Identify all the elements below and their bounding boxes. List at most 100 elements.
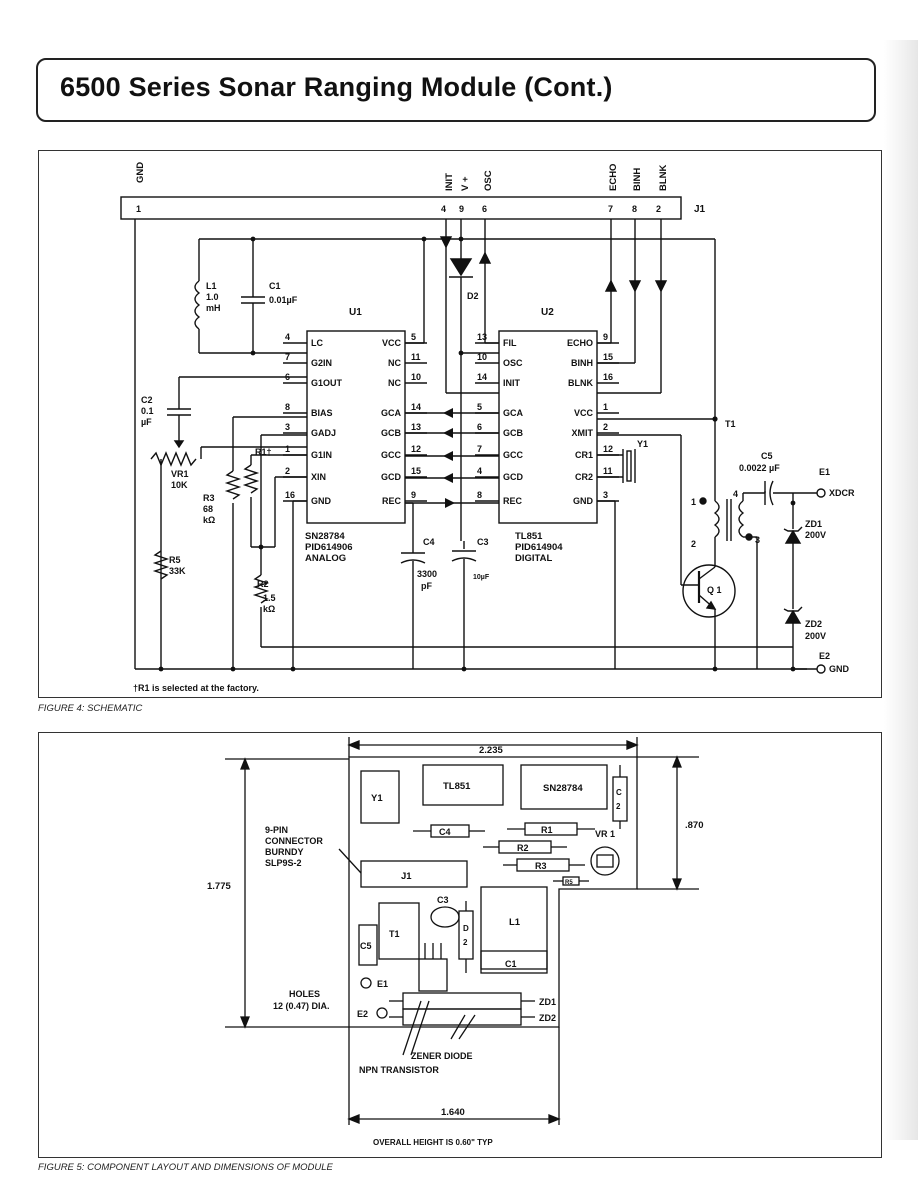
- u1-pin-15-name: GCD: [381, 472, 402, 482]
- t1-pin-3: 3: [755, 535, 760, 545]
- e2-ref: E2: [819, 651, 830, 661]
- u2-pin-12-name: CR1: [575, 450, 593, 460]
- r3-ref: R3: [203, 493, 215, 503]
- t1-ref: T1: [725, 419, 736, 429]
- pin-num-6: 6: [482, 204, 487, 214]
- component-labels: L1 1.0 mH C1 0.01µF C2 0.1 µF VR1 10K R1…: [133, 281, 855, 693]
- vr1-wiper-arrow: [173, 440, 185, 449]
- connector-note-3: BURNDY: [265, 847, 304, 857]
- u2-pin-10-name: OSC: [503, 358, 523, 368]
- vr1-pot: [590, 846, 620, 876]
- c4-value: 3300: [417, 569, 437, 579]
- e1-hole: [360, 977, 372, 989]
- pin-name-osc: OSC: [483, 170, 494, 191]
- tl851-label: TL851: [443, 781, 471, 792]
- t1-primary-coil: [713, 500, 720, 538]
- u1-pin-8-name: BIAS: [311, 408, 333, 418]
- pin-num-2: 2: [656, 204, 661, 214]
- e2-hole: [376, 1007, 388, 1019]
- zd2-value: 200V: [805, 631, 826, 641]
- pin-num-8: 8: [632, 204, 637, 214]
- u1-pid: PID614906: [305, 542, 353, 553]
- c5-value: 0.0022 µF: [739, 463, 780, 473]
- figure4-caption: FIGURE 4: SCHEMATIC: [38, 703, 143, 714]
- vr1-ref: VR1: [171, 469, 189, 479]
- sn28784-box: [520, 764, 608, 810]
- e2-name: GND: [829, 664, 850, 674]
- d2-label-b: 2: [463, 938, 468, 947]
- e1-label: E1: [377, 979, 388, 989]
- t1-box: [378, 902, 420, 960]
- dim-width: 2.235: [479, 745, 503, 756]
- pin-name-init: INIT: [444, 173, 455, 191]
- c3-ref: C3: [477, 537, 489, 547]
- u2-part: TL851: [515, 531, 543, 542]
- binh-arrow: [628, 280, 642, 293]
- board-outline: [348, 756, 638, 1028]
- r3-label: R3: [535, 861, 547, 871]
- u2-pin-12-num: 12: [603, 444, 613, 454]
- u2-chip: [498, 330, 598, 524]
- c3-label: C3: [437, 895, 449, 905]
- r5-resistor: [152, 550, 170, 580]
- vr1-resistor: [150, 451, 197, 467]
- zd2-bar: [783, 606, 803, 612]
- u2-pin-7-num: 7: [477, 444, 482, 454]
- u1-pin-13-num: 13: [411, 422, 421, 432]
- j1-label: J1: [694, 204, 706, 215]
- layout-svg: 2.235 1.775 .870 1.640 OVERALL HEIGHT IS…: [207, 737, 704, 1147]
- sn28784-label: SN28784: [543, 783, 583, 794]
- dim-height: 1.775: [207, 881, 231, 892]
- connector-note-4: SLP9S-2: [265, 858, 302, 868]
- npn-leader-b: [410, 1000, 430, 1056]
- u2-pin-9-name: ECHO: [567, 338, 593, 348]
- r3-resistor: [224, 470, 242, 500]
- u1-chip: [306, 330, 406, 524]
- y1-ref: Y1: [637, 439, 648, 449]
- c4-plate-b: [400, 559, 426, 564]
- dim-step: .870: [685, 820, 704, 831]
- u1-pin-7-num: 7: [285, 352, 290, 362]
- zd1-body: [784, 529, 802, 544]
- init-arrow: [439, 236, 453, 249]
- j1-pin-names: GND INIT V + OSC ECHO BINH BLNK: [135, 162, 669, 191]
- connector-note-1: 9-PIN: [265, 825, 288, 835]
- npn-note: NPN TRANSISTOR: [359, 1065, 439, 1075]
- u2-pin-2-num: 2: [603, 422, 608, 432]
- r2-label: R2: [517, 843, 529, 853]
- u2-pin-2-name: XMIT: [572, 428, 594, 438]
- connector-note-2: CONNECTOR: [265, 836, 323, 846]
- chip-pin-labels: 4LC7G2IN6G1OUT8BIAS3GADJ1G1IN2XIN16GND5V…: [285, 332, 613, 506]
- u1-pin-16-num: 16: [285, 490, 295, 500]
- l1-ref: L1: [206, 281, 217, 291]
- zener-leader: [450, 1014, 466, 1040]
- l1-box: [480, 886, 548, 970]
- c1-label: C1: [505, 959, 517, 969]
- u1-pin-11-num: 11: [411, 352, 421, 362]
- u1-part: SN28784: [305, 531, 345, 542]
- pin-num-4: 4: [441, 204, 446, 214]
- tl851-box: [422, 764, 504, 806]
- figure5-caption: FIGURE 5: COMPONENT LAYOUT AND DIMENSION…: [38, 1162, 333, 1173]
- zd2-box: [402, 1008, 522, 1026]
- u2-pin-3-name: GND: [573, 496, 594, 506]
- c5-label: C5: [360, 941, 372, 951]
- u2-pin-13-name: FIL: [503, 338, 517, 348]
- u1-pin-1-num: 1: [285, 444, 290, 454]
- page-title: 6500 Series Sonar Ranging Module (Cont.): [60, 72, 613, 102]
- pin-name-gnd: GND: [135, 162, 146, 183]
- u2-pin-14-num: 14: [477, 372, 487, 382]
- u1-pin-5-name: VCC: [382, 338, 402, 348]
- u1-pin-5-num: 5: [411, 332, 416, 342]
- e2-terminal: [816, 664, 826, 674]
- overall-height: OVERALL HEIGHT IS 0.60" TYP: [373, 1138, 493, 1147]
- u1-pin-6-name: G1OUT: [311, 378, 343, 388]
- d2-label-a: D: [463, 924, 469, 933]
- u1-pin-9-name: REC: [382, 496, 402, 506]
- r3-unit: kΩ: [203, 515, 215, 525]
- u1-pin-8-num: 8: [285, 402, 290, 412]
- u2-pin-15-num: 15: [603, 352, 613, 362]
- zener-leader-b: [458, 1014, 476, 1040]
- c4-ref: C4: [423, 537, 435, 547]
- pin-name-vplus: V +: [460, 176, 471, 191]
